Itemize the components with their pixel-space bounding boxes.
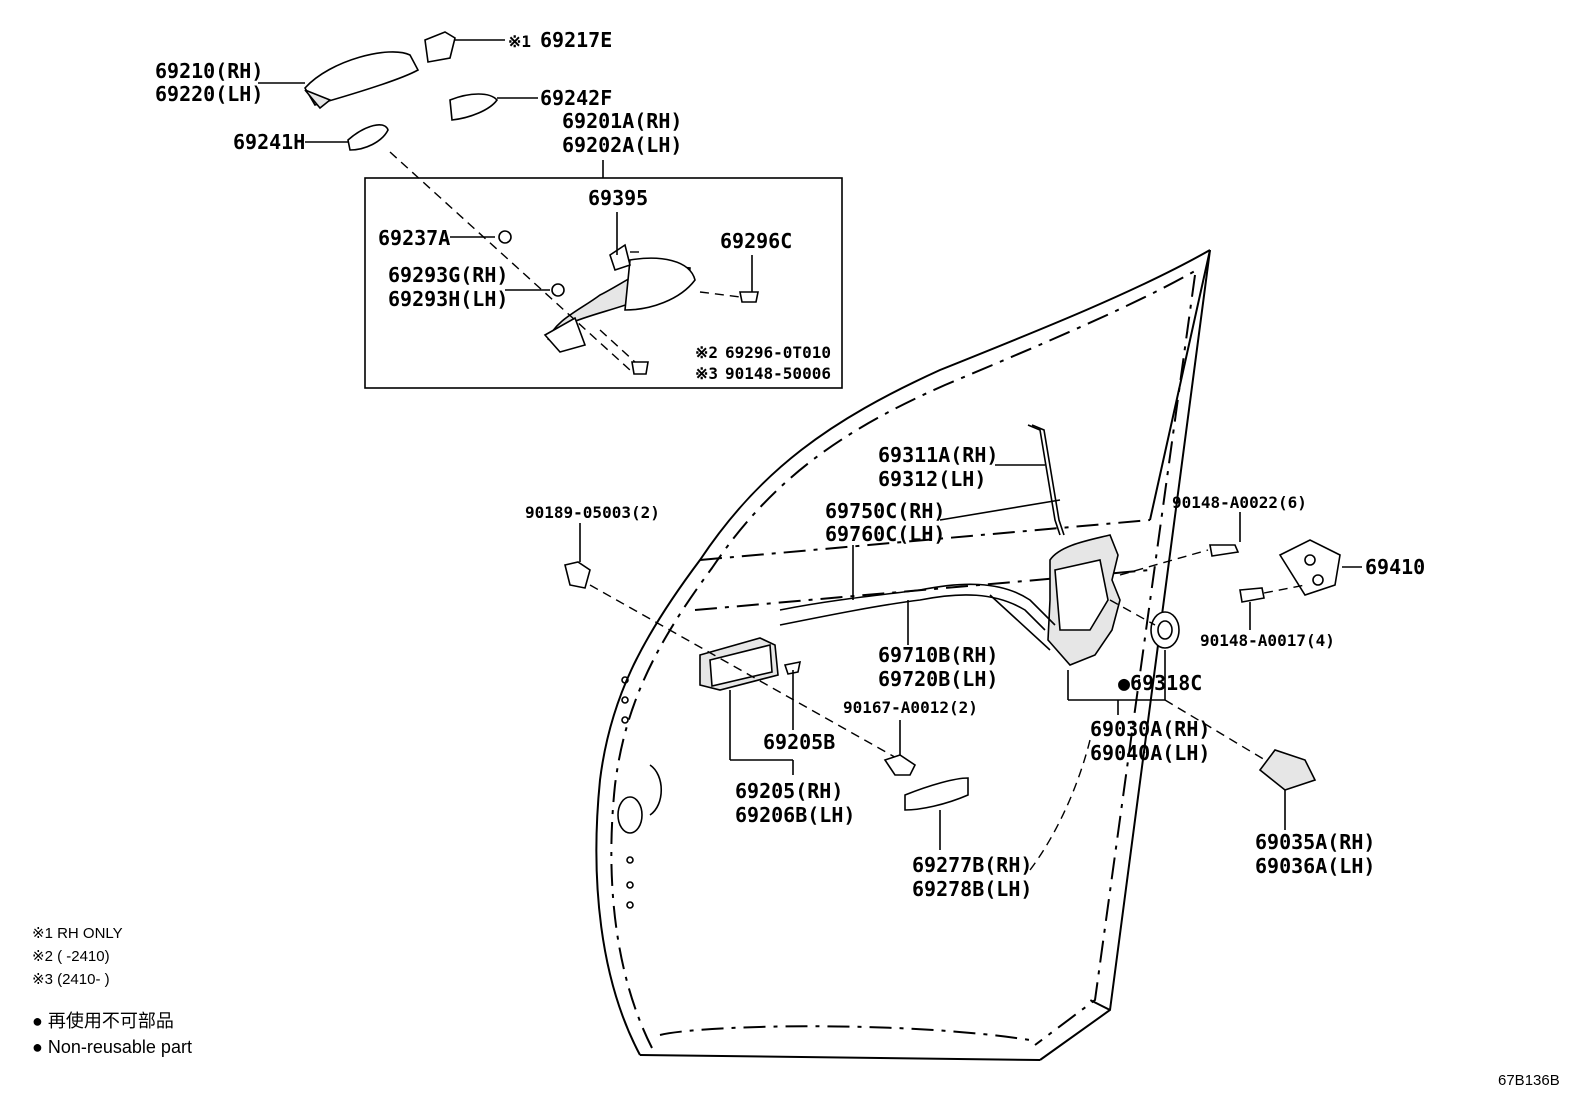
frame-assy-box	[364, 177, 843, 389]
label-90189-05003: 90189-05003(2)	[525, 503, 660, 522]
bolt-90167-A0012	[883, 754, 917, 776]
label-69035A: 69035A(RH)	[1255, 830, 1375, 854]
label-69206B: 69206B(LH)	[735, 803, 855, 827]
label-69750C: 69750C(RH)	[825, 499, 945, 523]
label-69210: 69210(RH)	[155, 59, 263, 83]
bolt-69296C	[739, 291, 759, 303]
dash-A0022	[1119, 549, 1209, 576]
handle-pad-front	[449, 93, 499, 121]
label-69030A: 69030A(RH)	[1090, 717, 1210, 741]
screw-90148-A0022	[1209, 544, 1240, 557]
screw-90148-50006	[631, 361, 649, 375]
label-90167-A0012: 90167-A0012(2)	[843, 698, 978, 717]
part-labels: ※1 69217E 69210(RH) 69220(LH) 69242F 692…	[155, 28, 1425, 901]
label-69217E-mark: ※1	[508, 32, 531, 51]
label-69318C: ●69318C	[1118, 671, 1202, 695]
label-69217E: 69217E	[540, 28, 612, 52]
pin-90189-05003	[564, 561, 591, 589]
leader-69750C-b	[939, 499, 1061, 521]
note-rh-only: ※1 RH ONLY	[32, 925, 123, 942]
label-69293G: 69293G(RH)	[388, 263, 508, 287]
label-69296-mark: ※2	[695, 343, 718, 362]
dash-69277B	[1029, 739, 1091, 871]
label-69296-0T010: 69296-0T010	[725, 343, 831, 362]
dash-A0017	[1263, 584, 1306, 594]
base-69035A	[1258, 749, 1317, 791]
label-69241H: 69241H	[233, 130, 305, 154]
label-90148-50006-mark: ※3	[695, 364, 718, 383]
label-90148-A0017: 90148-A0017(4)	[1200, 631, 1335, 650]
clip-69293	[551, 283, 565, 297]
note-3: ※3 (2410- )	[32, 971, 110, 988]
label-69277B: 69277B(RH)	[912, 853, 1032, 877]
label-69040A: 69040A(LH)	[1090, 741, 1210, 765]
label-69710B: 69710B(RH)	[878, 643, 998, 667]
footnotes: ※1 RH ONLY ※2 ( -2410) ※3 (2410- )	[32, 925, 123, 988]
label-69293H: 69293H(LH)	[388, 287, 508, 311]
label-69720B: 69720B(LH)	[878, 667, 998, 691]
bezel-69205B	[783, 660, 802, 675]
handle-cap	[424, 31, 456, 63]
lock-rod	[1027, 424, 1065, 536]
dash-screw	[599, 329, 636, 363]
label-69242F: 69242F	[540, 86, 612, 110]
legend-english: ● Non-reusable part	[32, 1037, 192, 1057]
grommet-69318C	[1150, 611, 1180, 649]
label-69311A: 69311A(RH)	[878, 443, 998, 467]
label-69202A: 69202A(LH)	[562, 133, 682, 157]
dash-69035A	[1164, 699, 1266, 761]
legend-japanese: ● 再使用不可部品	[32, 1011, 174, 1031]
outside-handle	[304, 51, 420, 110]
dash-69296C	[699, 291, 741, 298]
cover-69277B	[904, 777, 969, 811]
label-69237A: 69237A	[378, 226, 450, 250]
striker-69410	[1278, 539, 1341, 596]
label-69205B: 69205B	[763, 730, 835, 754]
screw-90148-A0017	[1239, 587, 1265, 603]
note-2: ※2 ( -2410)	[32, 948, 110, 965]
label-90148-A0022: 90148-A0022(6)	[1172, 493, 1307, 512]
handle-frame	[543, 243, 696, 353]
label-69296C: 69296C	[720, 229, 792, 253]
dash-handle-door	[389, 151, 631, 371]
door-cables	[779, 583, 1056, 651]
label-69760C: 69760C(LH)	[825, 522, 945, 546]
label-69036A: 69036A(LH)	[1255, 854, 1375, 878]
label-69395: 69395	[588, 186, 648, 210]
bolt-69237A	[498, 230, 512, 244]
door-lock-assy	[1047, 534, 1121, 666]
reference-code: 67B136B	[1498, 1072, 1560, 1089]
label-90148-50006: 90148-50006	[725, 364, 831, 383]
inside-handle	[699, 637, 779, 691]
dash-grommet	[1109, 599, 1156, 626]
label-69278B: 69278B(LH)	[912, 877, 1032, 901]
label-69312: 69312(LH)	[878, 467, 986, 491]
legend: ● 再使用不可部品 ● Non-reusable part	[32, 1011, 192, 1057]
label-69205: 69205(RH)	[735, 779, 843, 803]
handle-pad-rear	[347, 124, 389, 151]
label-69220: 69220(LH)	[155, 82, 263, 106]
label-69201A: 69201A(RH)	[562, 109, 682, 133]
label-69410: 69410	[1365, 555, 1425, 579]
